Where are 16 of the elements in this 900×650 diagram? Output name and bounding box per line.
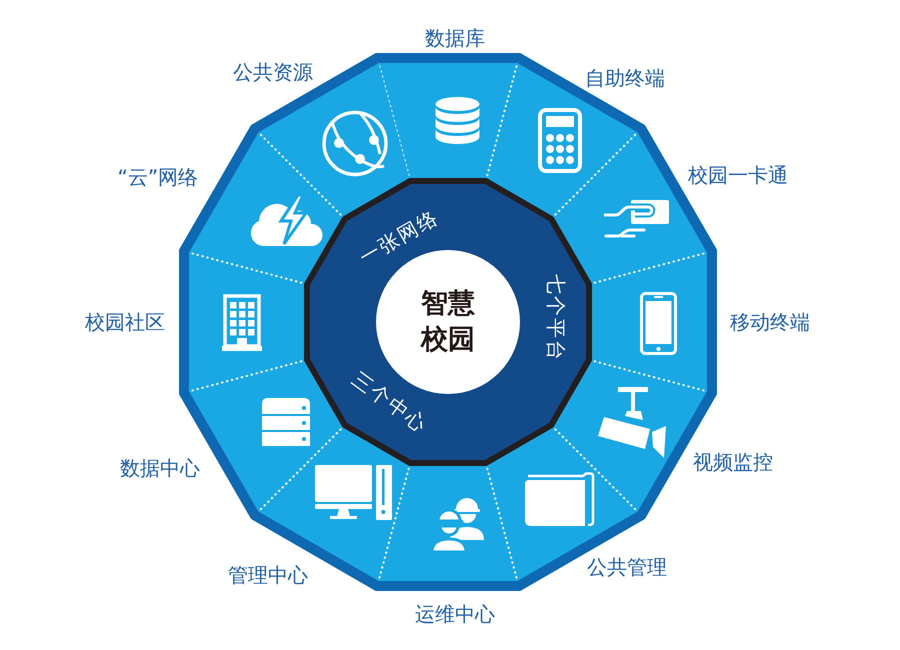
ring-label: 七个平台	[544, 274, 568, 362]
ring-label: 一张网络	[354, 204, 444, 270]
ring-label: 三个中心	[347, 366, 432, 438]
segment-label: 移动终端	[730, 310, 810, 334]
segment-label: 运维中心	[415, 602, 495, 626]
segment-label: 校园社区	[85, 310, 165, 334]
segment-label: 公共管理	[587, 555, 667, 579]
segment-label: 视频监控	[693, 450, 773, 474]
segment-label: 公共资源	[233, 60, 313, 84]
segment-label: 管理中心	[228, 563, 308, 587]
segment-label: 数据中心	[120, 456, 200, 480]
segment-label: 自助终端	[585, 66, 665, 90]
segment-label: “云”网络	[118, 165, 198, 189]
segment-label: 校园一卡通	[688, 163, 788, 187]
segment-label: 数据库	[425, 26, 485, 50]
hub-title: 智慧校园	[419, 287, 476, 357]
